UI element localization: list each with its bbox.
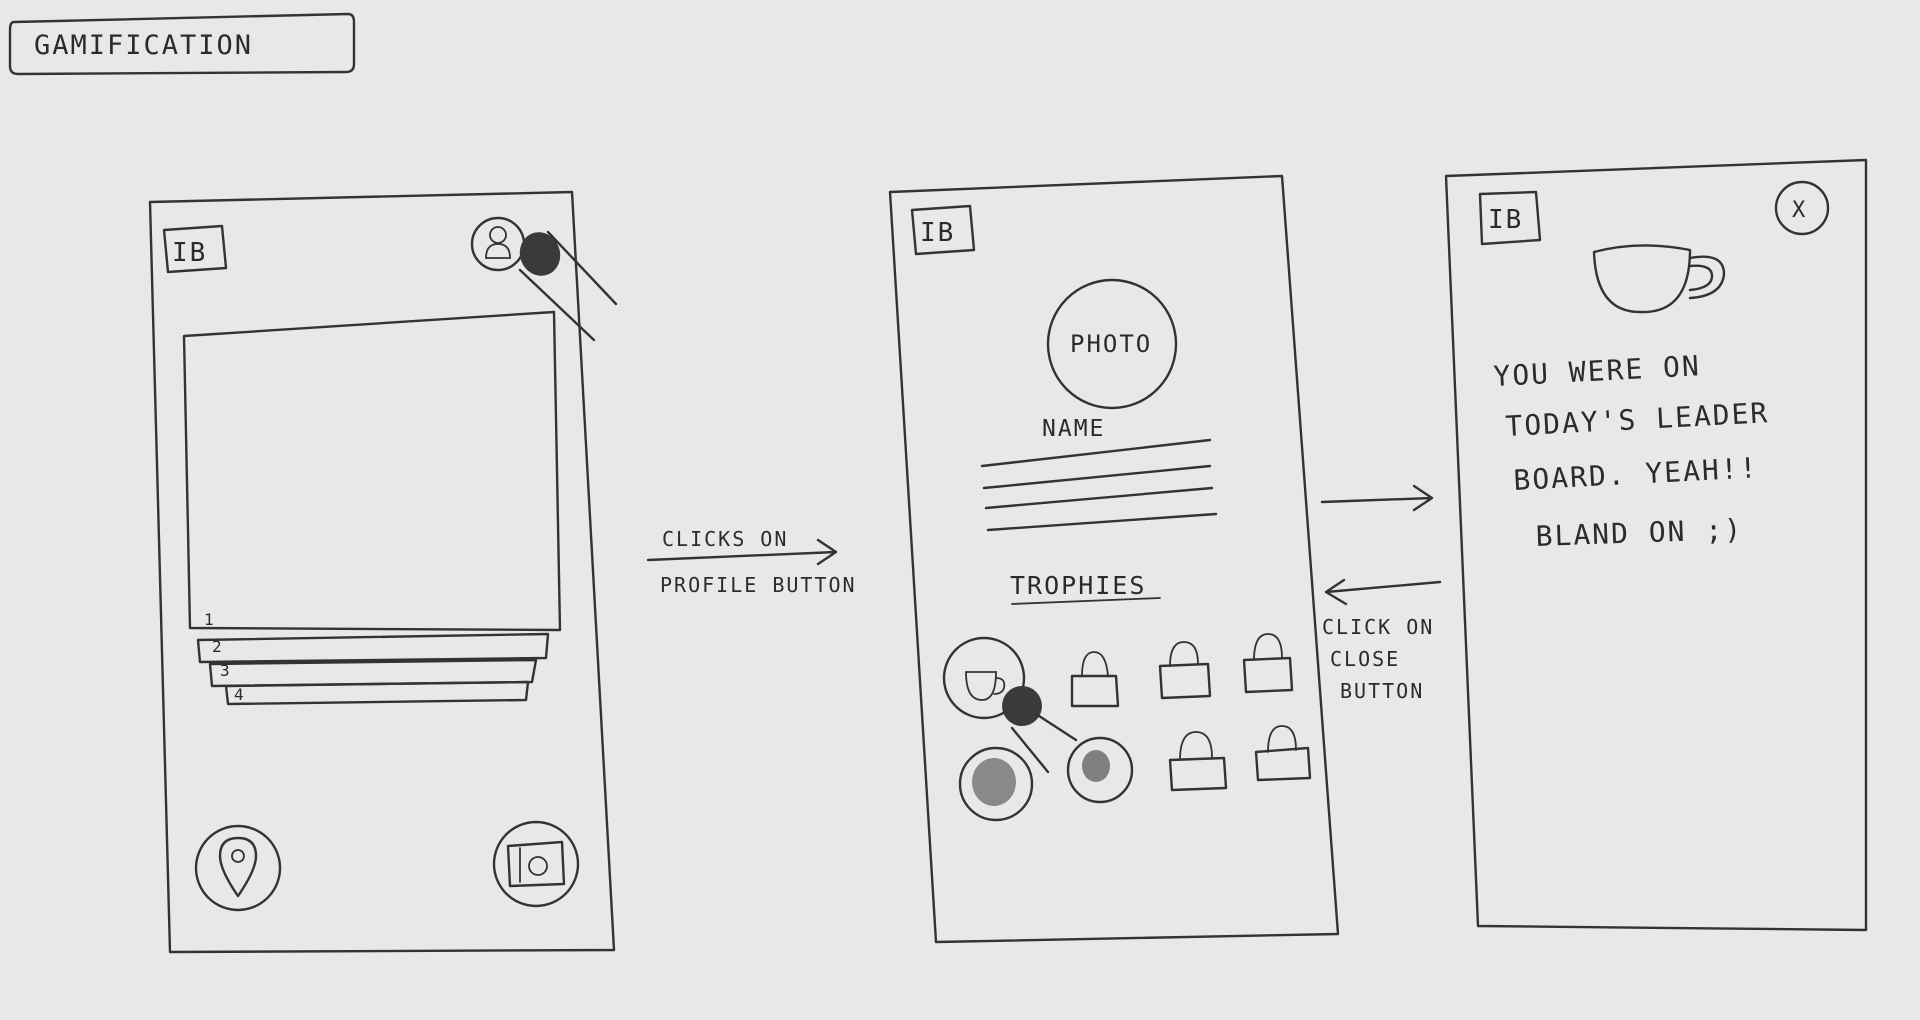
transition-close: CLICK ON CLOSE BUTTON: [1322, 578, 1442, 703]
message-line-4: BLAND ON ;): [1535, 513, 1743, 553]
close-icon: X: [1792, 198, 1807, 223]
lock-icon: [1158, 662, 1212, 700]
logo-text: IB: [172, 238, 207, 268]
logo-button[interactable]: IB: [162, 224, 228, 274]
logo-text: IB: [1488, 205, 1523, 235]
lock-icon: [1242, 656, 1294, 694]
trophy-locked-3[interactable]: [1242, 633, 1294, 694]
arrow-left-icon: [1324, 578, 1442, 606]
card-number-2: 2: [212, 637, 224, 656]
trophy-locked-4[interactable]: [1168, 731, 1228, 792]
screen-home: IB 1 2 3 4: [148, 190, 618, 954]
card-number-1: 1: [204, 610, 216, 629]
coffee-cup-icon: [1592, 244, 1726, 314]
close-label-line-1: CLICK ON: [1322, 615, 1434, 639]
transition-label-line-1: CLICKS ON: [662, 527, 788, 551]
message-line-3: BOARD. YEAH!!: [1513, 451, 1760, 497]
trophy-locked-5[interactable]: [1254, 725, 1312, 782]
arrow-right-icon: [1320, 484, 1434, 512]
trophy-locked-1[interactable]: [1070, 651, 1120, 708]
close-label-line-3: BUTTON: [1340, 679, 1424, 703]
page-title: GAMIFICATION: [34, 30, 253, 61]
trophy-unlocked-2[interactable]: [958, 746, 1034, 822]
pointer-finger-icon: [1002, 686, 1078, 774]
map-pin-icon: [218, 836, 258, 898]
user-icon: [485, 226, 511, 259]
close-button[interactable]: X: [1774, 180, 1830, 236]
message-line-2: TODAY'S LEADER: [1505, 396, 1770, 443]
logo-button[interactable]: IB: [910, 204, 976, 256]
photo-label: PHOTO: [1070, 330, 1152, 358]
feed-card[interactable]: [182, 310, 562, 632]
close-label-line-2: CLOSE: [1330, 647, 1400, 671]
screen-leaderboard: IB X YOU WERE ON TODAY'S LEADER BOARD. Y…: [1444, 158, 1868, 932]
arrow-right-icon: [646, 538, 838, 566]
phone-frame: [888, 174, 1340, 944]
logo-text: IB: [920, 218, 955, 248]
location-button[interactable]: [194, 824, 282, 912]
lock-icon: [1168, 756, 1228, 792]
profile-button[interactable]: [470, 216, 526, 272]
camera-icon: [506, 840, 566, 888]
transition-label-line-2: PROFILE BUTTON: [660, 573, 857, 597]
trophy-cup-unlocked[interactable]: [942, 636, 1026, 720]
trophy-unlocked-3[interactable]: [1066, 736, 1134, 804]
trophy-locked-2[interactable]: [1158, 641, 1212, 700]
transition-to-profile: CLICKS ON PROFILE BUTTON: [646, 527, 857, 597]
card-number-3: 3: [220, 661, 232, 680]
camera-button[interactable]: [492, 820, 580, 908]
card-number-4: 4: [234, 685, 246, 704]
lock-icon: [1254, 746, 1312, 782]
name-lines: [980, 438, 1218, 532]
trophies-label: TROPHIES: [1010, 571, 1146, 600]
message-line-1: YOU WERE ON: [1493, 349, 1702, 393]
profile-photo[interactable]: PHOTO: [1046, 278, 1178, 410]
name-label: NAME: [1042, 416, 1105, 442]
logo-button[interactable]: IB: [1478, 190, 1542, 246]
lock-icon: [1070, 674, 1120, 708]
title-box: GAMIFICATION: [8, 12, 356, 76]
coffee-cup-icon: [965, 671, 1006, 701]
transition-to-leaderboard: [1320, 484, 1434, 512]
leaderboard-message: YOU WERE ON TODAY'S LEADER BOARD. YEAH!!…: [1493, 349, 1770, 553]
phone-frame: [148, 190, 616, 954]
pointer-finger-icon: [518, 230, 618, 342]
screen-profile: IB PHOTO NAME TROPHIES: [888, 174, 1340, 944]
card-stack[interactable]: 1 2 3 4: [182, 310, 562, 706]
phone-frame: [1444, 158, 1868, 932]
